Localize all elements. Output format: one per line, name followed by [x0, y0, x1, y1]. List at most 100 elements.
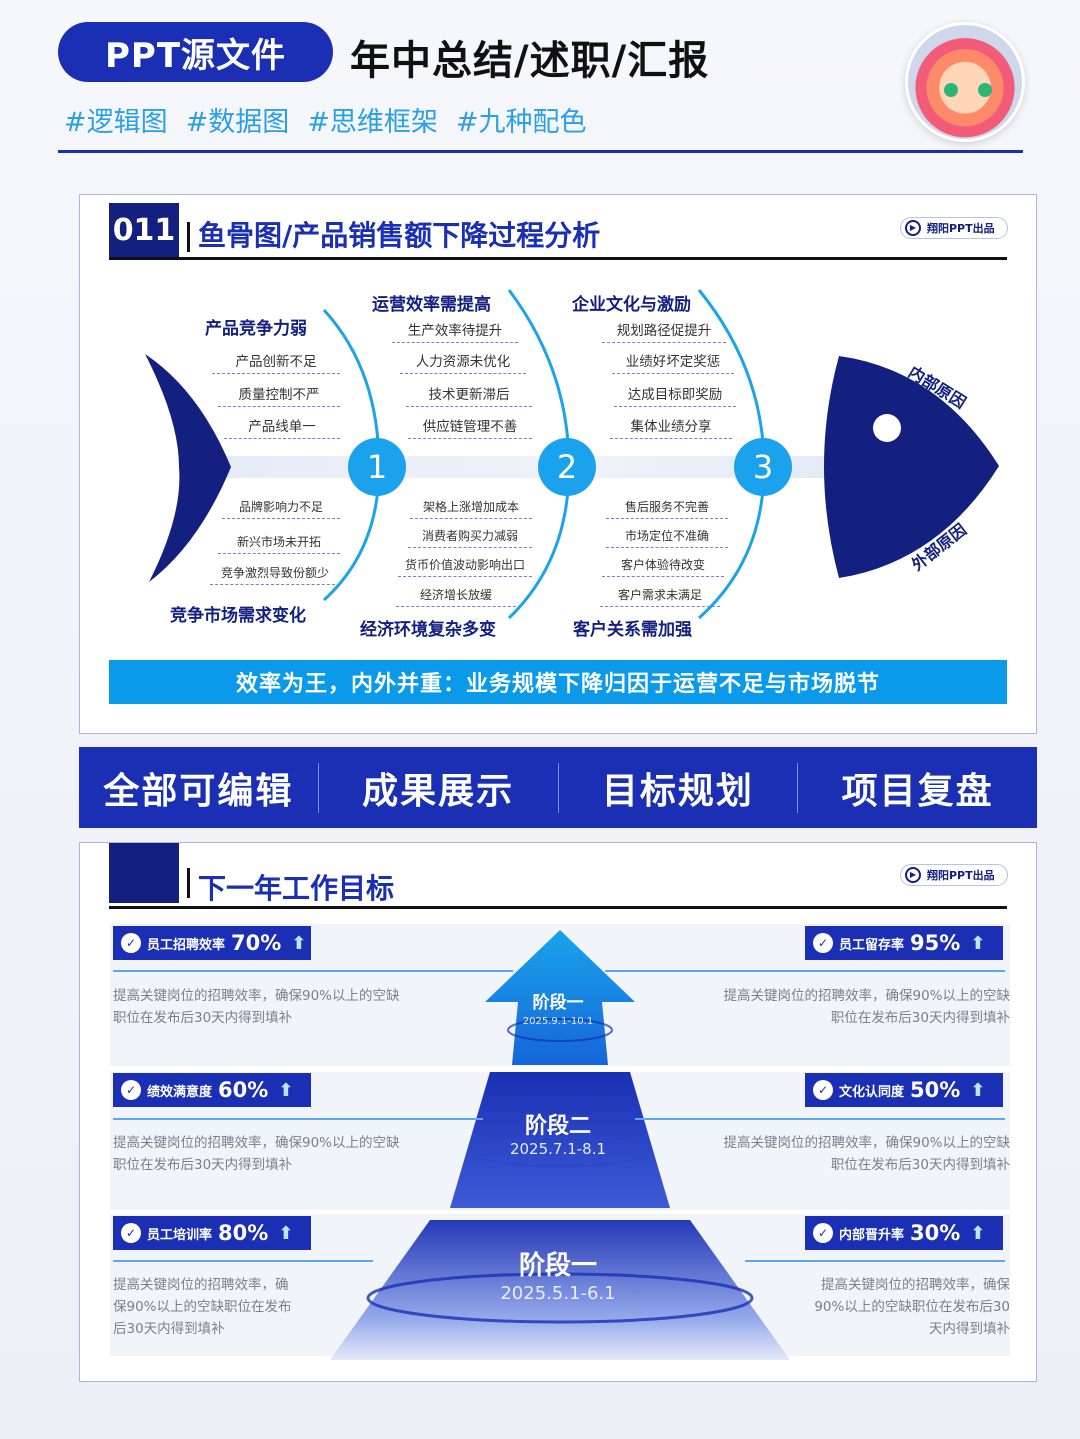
tag-logic: #逻辑图: [64, 107, 168, 138]
check-icon: ✓: [121, 1080, 141, 1100]
title-bar: [187, 222, 190, 252]
header-title: 年中总结/述职/汇报: [350, 38, 710, 84]
feature-bar: 全部可编辑 成果展示 目标规划 项目复盘: [79, 747, 1037, 828]
fishbone-title: 鱼骨图/产品销售额下降过程分析: [198, 219, 601, 252]
tag-thinking: #思维框架: [307, 107, 438, 138]
check-icon: ✓: [121, 933, 141, 953]
avatar: [905, 22, 1025, 142]
goal-line: [113, 1260, 373, 1262]
goal-desc: 提高关键岗位的招聘效率，确保 90%以上的空缺职位在发布后30 天内得到填补: [760, 1274, 1010, 1340]
group-item: 规划路径促提升: [602, 319, 726, 343]
goal-label: 员工留存率: [839, 937, 905, 953]
goal-desc: 提高关键岗位的招聘效率，确保90%以上的空缺 职位在发布后30天内得到填补: [113, 985, 400, 1029]
brand-chip: ▶ 翔阳PPT出品: [900, 864, 1008, 886]
group-item: 客户需求未满足: [600, 586, 720, 607]
desc-line: 提高关键岗位的招聘效率，确: [113, 1277, 289, 1293]
feature-divider: [557, 762, 559, 813]
stage-ring-3: [366, 1272, 754, 1324]
title-bar: [187, 868, 190, 898]
node-2: 2: [538, 438, 596, 496]
fish-head: [824, 356, 999, 578]
stage-ring-1: [507, 1018, 613, 1042]
group-title: 经济环境复杂多变: [360, 620, 496, 640]
group-title: 竞争市场需求变化: [170, 606, 306, 626]
goal-percent: 30%: [910, 1221, 961, 1245]
group-item: 技术更新滞后: [406, 383, 532, 407]
stage-3-date: 2025.9.1-10.1: [522, 1016, 594, 1027]
brand-chip-label: 翔阳PPT出品: [927, 222, 995, 235]
arrow-up-icon: ⬆: [970, 1079, 986, 1101]
header-tags: #逻辑图 #数据图 #思维框架 #九种配色: [64, 100, 587, 139]
goal-label: 绩效满意度: [147, 1084, 213, 1100]
goal-tag: ✓ 绩效满意度 60% ⬆: [113, 1073, 311, 1107]
goal-line: [113, 1118, 483, 1120]
desc-line: 职位在发布后30天内得到填补: [113, 1010, 293, 1026]
stage-1-date: 2025.5.1-6.1: [500, 1283, 616, 1304]
section-number: 011: [109, 203, 179, 257]
brand-chip: ▶ 翔阳PPT出品: [900, 217, 1008, 239]
group-item: 集体业绩分享: [610, 415, 732, 439]
goal-percent: 95%: [910, 931, 961, 955]
desc-line: 提高关键岗位的招聘效率，确保90%以上的空缺: [723, 1135, 1010, 1151]
feature-review: 项目复盘: [841, 770, 994, 812]
goal-percent: 70%: [231, 931, 282, 955]
stage-1-title: 阶段一: [518, 1251, 597, 1281]
desc-line: 提高关键岗位的招聘效率，确保90%以上的空缺: [113, 988, 400, 1004]
play-circle-icon: ▶: [905, 220, 921, 236]
goal-label: 员工培训率: [147, 1227, 213, 1243]
arrow-up-icon: ⬆: [278, 1222, 294, 1244]
goal-tag: ✓ 文化认同度 50% ⬆: [805, 1073, 1003, 1107]
check-icon: ✓: [813, 933, 833, 953]
stage-1-arrow: [485, 930, 635, 1065]
group-title: 运营效率需提高: [372, 295, 491, 315]
desc-line: 职位在发布后30天内得到填补: [113, 1157, 293, 1173]
group-item: 消费者购买力减弱: [408, 527, 532, 548]
group-item: 供应链管理不善: [408, 415, 532, 439]
goal-percent: 60%: [218, 1078, 269, 1102]
play-circle-icon: ▶: [905, 867, 921, 883]
feature-divider: [317, 762, 319, 813]
stage-ring-2: [467, 1137, 653, 1167]
group-item: 售后服务不完善: [606, 498, 728, 519]
group-item: 产品创新不足: [212, 350, 340, 374]
goal-percent: 50%: [910, 1078, 961, 1102]
desc-line: 职位在发布后30天内得到填补: [830, 1010, 1010, 1026]
goal-tag: ✓ 员工留存率 95% ⬆: [805, 926, 1003, 960]
goal-label: 内部晋升率: [839, 1227, 905, 1243]
feature-divider: [797, 762, 799, 813]
check-icon: ✓: [121, 1223, 141, 1243]
desc-line: 职位在发布后30天内得到填补: [830, 1157, 1010, 1173]
goal-label: 文化认同度: [839, 1084, 905, 1100]
summary-banner: 效率为王，内外并重：业务规模下降归因于运营不足与市场脱节: [109, 660, 1007, 704]
goal-tag: ✓ 员工招聘效率 70% ⬆: [113, 926, 311, 960]
check-icon: ✓: [813, 1080, 833, 1100]
group-item: 客户体验待改变: [602, 556, 724, 577]
group-item: 达成目标即奖励: [614, 383, 736, 407]
group-item: 经济增长放缓: [396, 586, 516, 607]
node-1: 1: [348, 438, 406, 496]
desc-line: 提高关键岗位的招聘效率，确保90%以上的空缺: [113, 1135, 400, 1151]
goal-tag: ✓ 员工培训率 80% ⬆: [113, 1216, 311, 1250]
fish-eye: [873, 414, 901, 442]
desc-line: 天内得到填补: [929, 1321, 1010, 1337]
arrow-up-icon: ⬆: [291, 932, 307, 954]
node-3: 3: [734, 438, 792, 496]
desc-line: 后30天内得到填补: [113, 1321, 225, 1337]
group-title: 客户关系需加强: [573, 620, 692, 640]
group-item: 新兴市场未开拓: [218, 533, 340, 554]
goal-line: [605, 970, 1005, 972]
check-icon: ✓: [813, 1223, 833, 1243]
section-badge: [109, 843, 179, 903]
avatar-eye-right: [978, 83, 992, 97]
stage-2-date: 2025.7.1-8.1: [509, 1140, 607, 1158]
group-item: 业绩好坏定奖惩: [612, 350, 734, 374]
title-rule: [109, 257, 1007, 260]
arrow-up-icon: ⬆: [970, 932, 986, 954]
group-item: 质量控制不严: [218, 383, 340, 407]
stage-pyramid: [330, 930, 790, 1360]
desc-line: 提高关键岗位的招聘效率，确保: [821, 1277, 1010, 1293]
brand-chip-label: 翔阳PPT出品: [927, 869, 995, 882]
header-divider: [58, 150, 1023, 153]
stage-2-title: 阶段二: [524, 1114, 591, 1139]
arrow-up-icon: ⬆: [278, 1079, 294, 1101]
